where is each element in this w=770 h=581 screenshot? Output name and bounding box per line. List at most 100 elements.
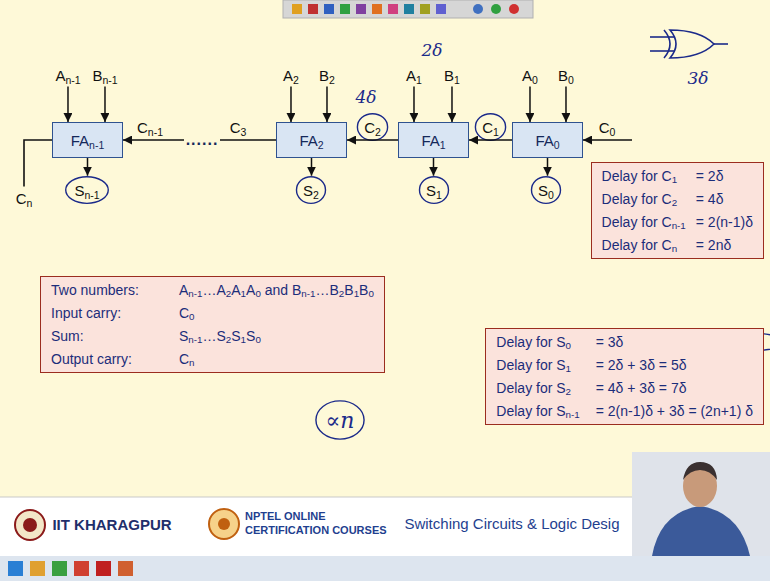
text-run: B: [344, 282, 353, 298]
subscript: 1: [440, 138, 446, 150]
subscript: 0: [554, 138, 560, 150]
text-run: C: [137, 119, 148, 136]
subscript: 2: [313, 188, 319, 200]
full-adder-box: FA0: [512, 122, 583, 158]
adder-label: FA0: [535, 132, 559, 149]
info-text: Cn: [179, 351, 374, 367]
subscript: 0: [610, 125, 616, 137]
text-run: B: [359, 282, 368, 298]
text-run: and B: [261, 282, 301, 298]
text-run: = 4δ: [696, 191, 724, 207]
text-run: FA: [299, 132, 317, 149]
text-run: …S: [202, 328, 225, 344]
xor-back-curve: [664, 30, 670, 58]
carry-wire: [469, 139, 512, 141]
subscript: 1: [454, 73, 460, 85]
text-run: ∝n: [325, 408, 354, 433]
subscript: n-1: [301, 288, 315, 299]
text-run: Input carry:: [51, 305, 121, 321]
text-run: IIT KHARAGPUR: [52, 516, 171, 533]
gate-output-wire: [714, 43, 728, 45]
adder-label: FAn-1: [71, 132, 105, 149]
info-text: Sum:: [51, 328, 139, 344]
input-signal: A2: [283, 67, 299, 84]
text-run: Delay for S: [496, 334, 565, 350]
sum-wire: [547, 158, 549, 176]
taskbar-icon: [52, 561, 67, 576]
lecturer-hair: [683, 462, 717, 480]
text-run: Delay for C: [602, 191, 672, 207]
subscript: 1: [354, 288, 359, 299]
text-run: 4δ: [355, 87, 376, 107]
subscript: n-1: [148, 125, 163, 137]
carry-signal: C1: [482, 119, 499, 136]
adder-label: FA2: [299, 132, 323, 149]
text-run: B: [319, 67, 329, 84]
text-run: Delay for C: [602, 237, 672, 253]
pen-circle: [357, 114, 387, 141]
delay-text: = 3δ: [596, 334, 753, 350]
input-wire: [104, 87, 106, 123]
sum-signal: Sn-1: [74, 182, 99, 199]
text-run: A: [231, 282, 240, 298]
subscript: 1: [241, 334, 246, 345]
text-run: FA: [71, 132, 89, 149]
sum-signal: S0: [538, 182, 554, 199]
toolbar-icon: [324, 4, 334, 14]
handwritten-note: 2δ: [421, 40, 442, 60]
toolbar-icon: [509, 4, 519, 14]
subscript: n: [189, 357, 194, 368]
toolbar-icon: [292, 4, 302, 14]
sum-wire: [311, 158, 313, 176]
text-run: FA: [421, 132, 439, 149]
subscript: 0: [255, 334, 260, 345]
text-run: S: [246, 328, 255, 344]
text-run: …A: [202, 282, 225, 298]
subscript: 2: [293, 73, 299, 85]
text-run: S: [538, 182, 548, 199]
text-run: A: [55, 67, 65, 84]
input-wire: [67, 87, 69, 123]
taskbar-icon: [118, 561, 133, 576]
sum-wire: [87, 158, 89, 176]
subscript: 2: [566, 386, 571, 397]
info-text: Two numbers:: [51, 282, 139, 298]
delay-text: Delay for Sn-1: [496, 403, 579, 419]
gate-input-wire: [650, 36, 675, 38]
text-run: S: [426, 182, 436, 199]
taskbar-icon: [96, 561, 111, 576]
text-run: C: [364, 119, 375, 136]
text-run: = 2δ: [696, 168, 724, 184]
pen-circle: [66, 177, 109, 204]
subscript: 0: [189, 311, 194, 322]
delay-text: Delay for S1: [496, 357, 579, 373]
taskbar-icon: [74, 561, 89, 576]
sum-signal: S1: [426, 182, 442, 199]
carry-wire-end: [583, 139, 632, 141]
input-signal: Bn-1: [92, 67, 117, 84]
handwritten-note: 3δ: [687, 68, 708, 88]
subscript: 2: [226, 288, 231, 299]
input-wire: [290, 87, 292, 123]
pen-circle: [475, 114, 505, 141]
xor-gate-symbol: [650, 30, 728, 58]
handwritten-note: ∝n: [325, 408, 354, 433]
pen-toolbar: [283, 0, 533, 18]
operand-info-box: Two numbers:An-1…A2A1A0 and Bn-1…B2B1B0I…: [40, 276, 385, 373]
subscript: 1: [241, 288, 246, 299]
full-adder-box: FAn-1: [52, 122, 123, 158]
toolbar-icon: [340, 4, 350, 14]
subscript: 0: [532, 73, 538, 85]
text-run: Output carry:: [51, 351, 132, 367]
text-run: S: [74, 182, 84, 199]
pen-circle: [316, 401, 364, 439]
subscript: 2: [318, 138, 324, 150]
handwritten-note: 4δ: [355, 87, 376, 107]
delay-text: = 2(n-1)δ: [696, 214, 753, 230]
text-run: A: [246, 282, 255, 298]
text-run: = 3δ: [596, 334, 624, 350]
input-wire: [326, 87, 328, 123]
subscript: 0: [548, 188, 554, 200]
text-run: FA: [535, 132, 553, 149]
